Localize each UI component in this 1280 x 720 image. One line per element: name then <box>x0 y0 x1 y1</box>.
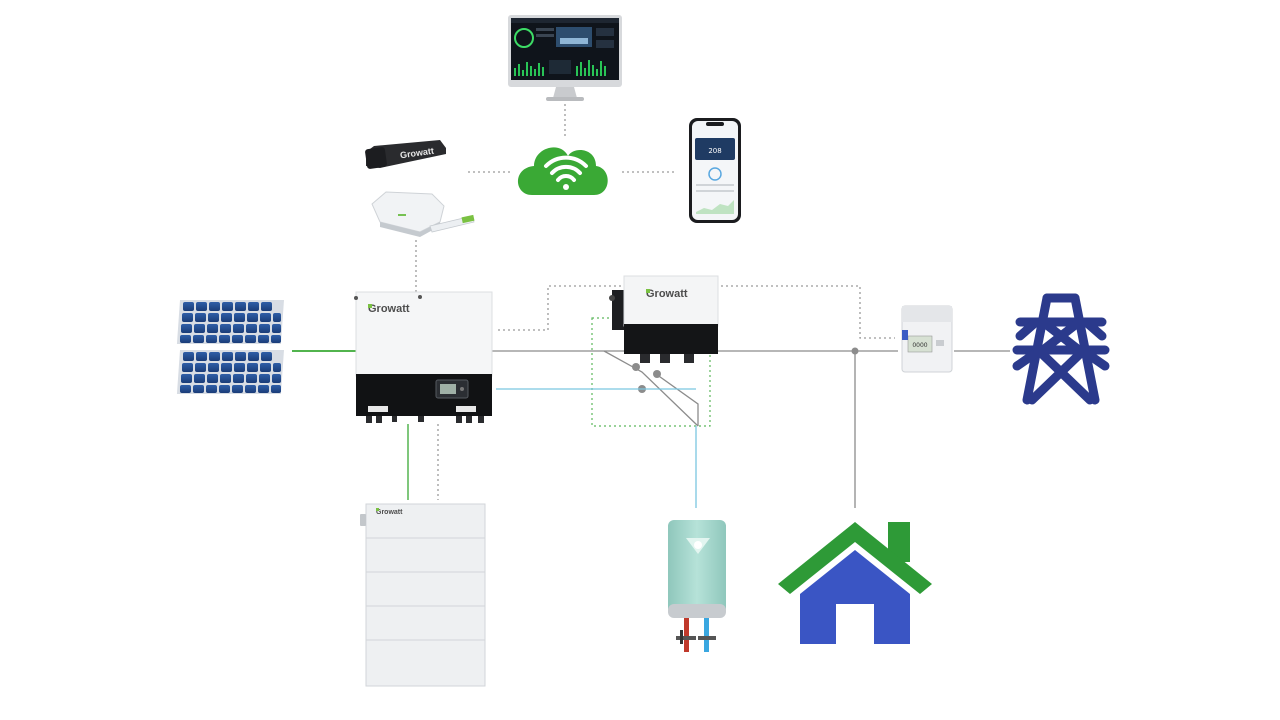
comm-line-inverter-switchbox <box>498 285 626 331</box>
power-tower-icon <box>1012 293 1110 405</box>
junction-dot <box>653 370 661 378</box>
wifi-stick-icon: Growatt <box>365 140 446 169</box>
solar-panel-icon <box>176 300 284 394</box>
junction-dot <box>851 347 859 355</box>
cloud-wifi-icon <box>518 147 608 195</box>
ac-line-switchbox-heater-2 <box>655 373 699 426</box>
switch-box-icon: Growatt <box>609 275 719 363</box>
phone-display-value: 208 <box>708 147 721 155</box>
energy-meter-icon: 0000 <box>901 305 953 373</box>
water-heater-icon <box>668 520 726 652</box>
comm-line-switchbox-meter <box>716 285 895 339</box>
inverter-icon: Growatt <box>354 291 493 423</box>
wiring-area-box <box>591 317 711 427</box>
meter-display-value: 0000 <box>912 342 927 349</box>
shine-lan-box-icon <box>371 191 475 237</box>
inverter-brand: Growatt <box>368 303 410 315</box>
smartphone-icon: 208 <box>689 118 741 223</box>
wifi-stick-brand: Growatt <box>399 146 434 161</box>
ac-line-switchbox-heater <box>603 350 699 427</box>
battery-brand: Growatt <box>376 509 403 516</box>
monitor-icon <box>508 15 622 101</box>
battery-icon: Growatt <box>360 503 486 687</box>
house-icon <box>778 522 932 644</box>
junction-dot <box>632 363 640 371</box>
switch-box-brand: Growatt <box>646 288 688 300</box>
